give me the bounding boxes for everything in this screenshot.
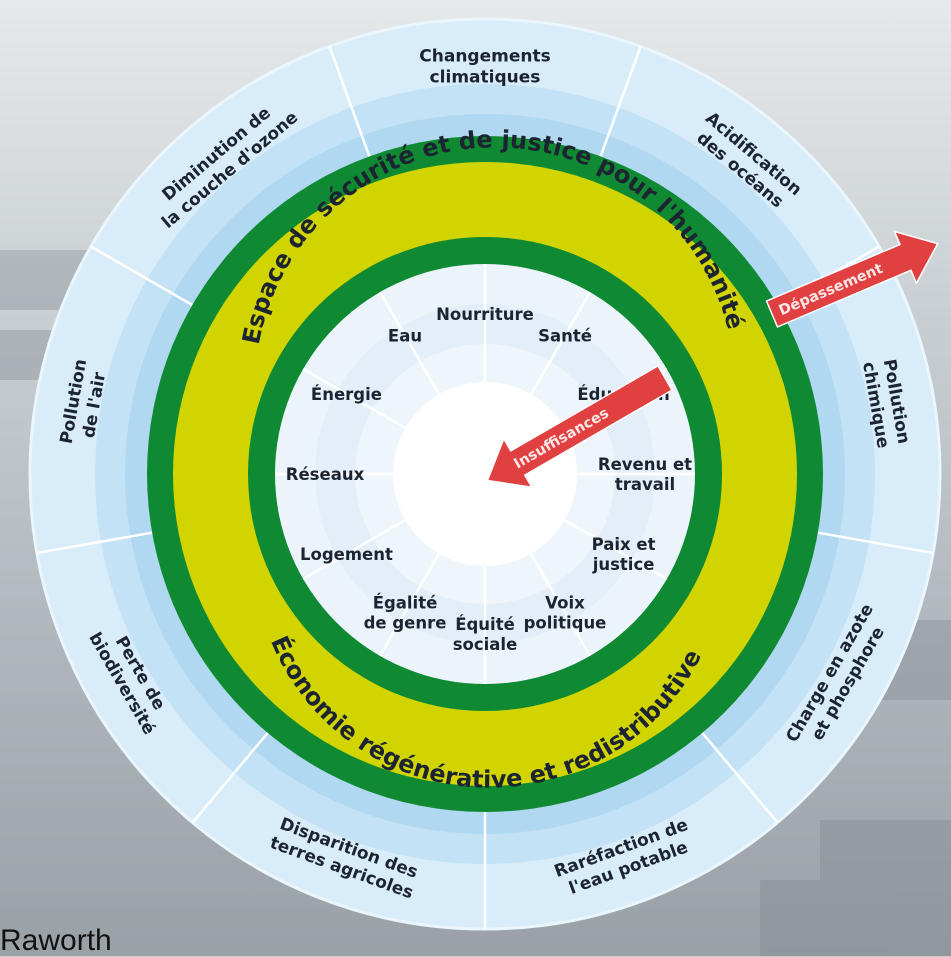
social-divider-line — [564, 518, 668, 581]
social-foundation-labels: NourritureSantéÉducationRevenu ettravail… — [286, 305, 692, 654]
social-label-line: Voix — [545, 594, 585, 613]
social-label-line: Paix et — [592, 535, 656, 554]
social-label-9: Logement — [300, 545, 393, 564]
social-label-line: justice — [592, 555, 655, 574]
social-label-line: Revenu et — [598, 455, 692, 474]
social-label-10: Réseaux — [286, 465, 365, 484]
social-label-1: Nourriture — [436, 305, 534, 324]
ecological-divider-line — [36, 531, 153, 555]
social-label-line: Réseaux — [286, 465, 365, 484]
social-label-11: Énergie — [311, 385, 382, 404]
social-divider-line — [378, 291, 441, 395]
ecological-label-line: Changements — [419, 47, 550, 67]
ecological-divider-line — [817, 531, 934, 555]
social-divider-line — [302, 518, 406, 581]
social-divider-line — [529, 553, 592, 657]
overshoot-arrow-shape — [765, 230, 939, 328]
social-divider-line — [529, 291, 592, 395]
ecological-label-line: climatiques — [430, 68, 541, 88]
shortfall-arrow-shape — [486, 364, 674, 489]
social-divider-line — [302, 367, 406, 430]
ecological-divider-line — [701, 732, 779, 824]
social-label-2: Santé — [538, 326, 592, 345]
social-label-line: sociale — [453, 635, 518, 654]
social-label-line: Égalité — [373, 594, 438, 613]
center-disc — [393, 382, 577, 566]
social-label-line: Logement — [300, 545, 393, 564]
ecological-divider-line — [90, 245, 193, 307]
author-credit: Raworth — [0, 924, 112, 957]
social-label-line: de genre — [364, 614, 447, 633]
social-label-line: politique — [524, 614, 607, 633]
ecological-divider-line — [191, 732, 269, 824]
social-label-line: Eau — [388, 326, 422, 345]
social-divider-line — [378, 553, 441, 657]
ecological-divider-line — [328, 46, 371, 157]
social-label-line: travail — [615, 475, 675, 494]
social-label-12: Eau — [388, 326, 422, 345]
social-label-line: Énergie — [311, 385, 382, 404]
social-label-line: Santé — [538, 326, 592, 345]
social-label-line: Équité — [455, 615, 515, 634]
social-label-line: Nourriture — [436, 305, 534, 324]
ecological-divider-line — [599, 46, 642, 157]
